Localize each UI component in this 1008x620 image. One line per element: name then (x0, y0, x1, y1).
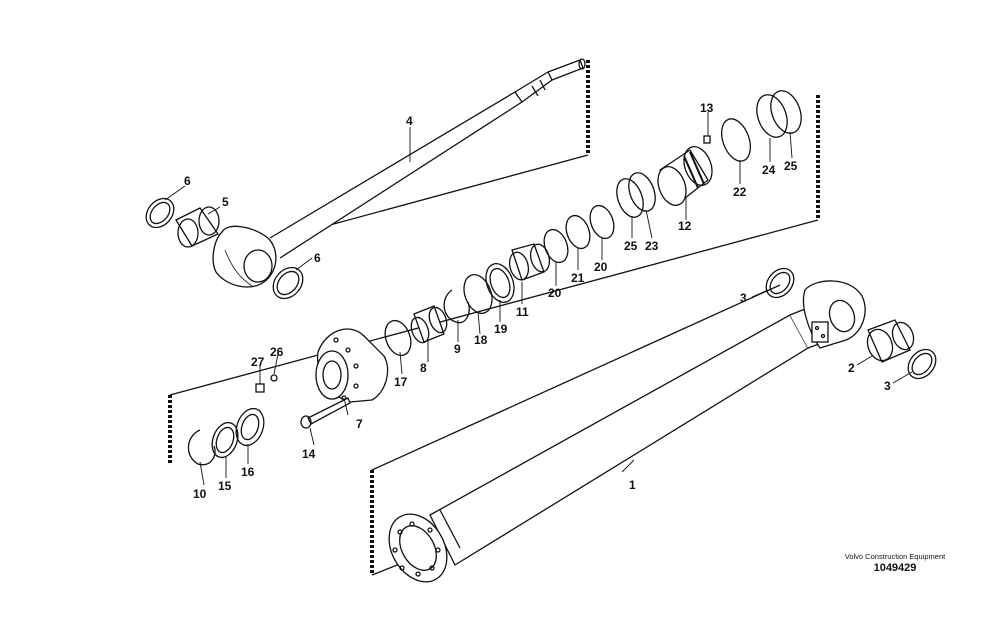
callout-6-right: 6 (314, 251, 321, 265)
ring-20-lower (543, 228, 569, 264)
callout-12: 12 (678, 219, 692, 233)
callout-9: 9 (454, 342, 461, 356)
callout-19: 19 (494, 322, 508, 336)
callout-23: 23 (645, 239, 659, 253)
ring-18 (463, 274, 493, 314)
piston-rod (212, 58, 586, 288)
bushing-8 (410, 305, 448, 344)
callout-5: 5 (222, 195, 229, 209)
callout-8: 8 (420, 361, 427, 375)
callout-13: 13 (700, 101, 714, 115)
ring-20-upper (589, 204, 615, 240)
seal-ring-6-right (272, 266, 304, 300)
cylinder-head (315, 328, 389, 403)
barrel-bushing (866, 319, 915, 363)
callout-20-upper: 20 (594, 260, 608, 274)
drawing-number: 1049429 (873, 562, 917, 574)
ring-16 (235, 407, 265, 447)
callouts: 1 2 3 3 4 5 6 6 7 8 9 10 11 12 13 14 15 … (184, 101, 891, 501)
callout-3-lower: 3 (884, 379, 891, 393)
piston-12 (657, 146, 713, 206)
ring-22 (721, 118, 751, 162)
ring-17 (384, 319, 412, 357)
callout-6-left: 6 (184, 174, 191, 188)
callout-11: 11 (516, 305, 529, 319)
callout-26: 26 (270, 345, 284, 359)
callout-10: 10 (193, 487, 207, 501)
callout-17: 17 (394, 375, 408, 389)
ring-21 (565, 214, 591, 250)
callout-27: 27 (251, 355, 265, 369)
leader-lines (164, 112, 913, 486)
callout-7: 7 (356, 417, 363, 431)
callout-4: 4 (406, 114, 413, 128)
callout-20-lower: 20 (548, 286, 562, 300)
callout-1: 1 (629, 478, 636, 492)
cap-screw (300, 397, 351, 429)
callout-21: 21 (571, 271, 585, 285)
callout-3-upper: 3 (740, 291, 747, 305)
callout-25-upper: 25 (784, 159, 798, 173)
cylinder-barrel (388, 280, 866, 583)
callout-25-lower: 25 (624, 239, 638, 253)
ring-19 (485, 263, 515, 303)
callout-22: 22 (733, 185, 747, 199)
set-screw-13 (703, 135, 711, 144)
callout-14: 14 (302, 447, 316, 461)
credit-block: Volvo Construction Equipment 1049429 (840, 552, 950, 575)
seal-ring-3-lower (907, 348, 937, 380)
callout-24: 24 (762, 163, 776, 177)
company-name: Volvo Construction Equipment (844, 552, 946, 561)
callout-2: 2 (848, 361, 855, 375)
rings-25-23 (616, 172, 656, 218)
rings-24-25 (756, 90, 802, 138)
snap-ring-10 (187, 429, 216, 466)
seal-ring-6-left (145, 197, 175, 229)
callout-18: 18 (474, 333, 488, 347)
callout-15: 15 (218, 479, 232, 493)
seal-ring-3-upper (765, 267, 795, 299)
rod-bushing (175, 206, 220, 248)
snap-ring-9 (443, 289, 470, 324)
ring-15 (211, 421, 239, 459)
callout-16: 16 (241, 465, 255, 479)
small-parts-26-27 (255, 374, 278, 393)
